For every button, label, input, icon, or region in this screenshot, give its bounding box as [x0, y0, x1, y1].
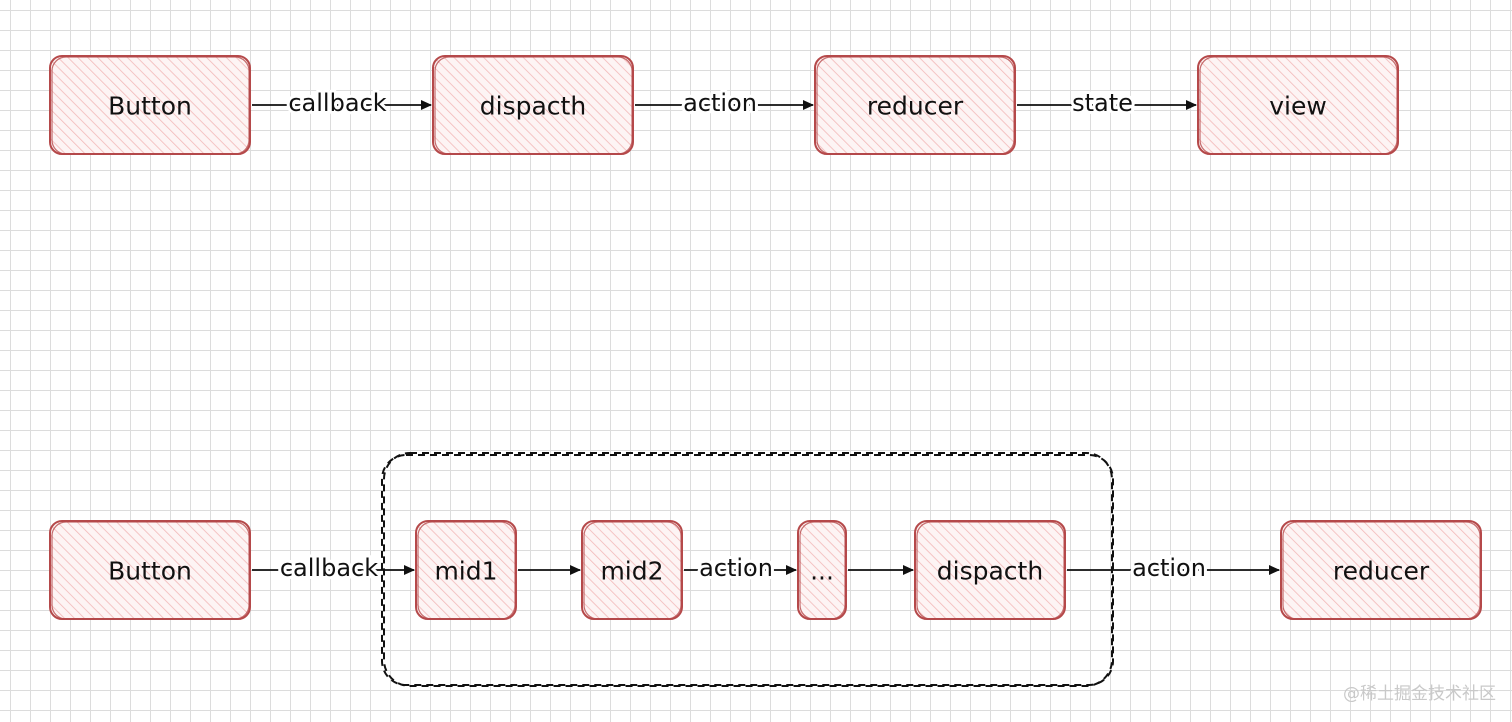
- node-box-sketch: [916, 521, 1065, 620]
- node-reducer-1: reducer: [814, 55, 1016, 155]
- node-button-1: Button: [49, 55, 251, 155]
- edge-label-action: action: [683, 89, 757, 117]
- node-label: view: [1269, 92, 1327, 121]
- node-box-sketch: [1282, 521, 1481, 620]
- node-box-sketch: [417, 521, 516, 620]
- edge-label-action: action: [699, 554, 773, 582]
- node-label: dispacth: [937, 557, 1043, 586]
- node-box-sketch: [799, 521, 846, 620]
- node-box-sketch: [816, 56, 1015, 155]
- edges-layer: [252, 100, 1280, 575]
- node-box-sketch: [434, 56, 633, 155]
- node-mid1: mid1: [415, 520, 517, 620]
- node-label: mid1: [434, 557, 497, 586]
- edge-label-callback: callback: [280, 554, 378, 582]
- node-box-sketch: [51, 56, 250, 155]
- middleware-group-box: [381, 454, 1114, 686]
- node-label: dispacth: [480, 92, 586, 121]
- node-label: mid2: [600, 557, 663, 586]
- node-button-2: Button: [49, 520, 251, 620]
- node-reducer-2: reducer: [1280, 520, 1482, 620]
- edge-labels-layer: callback action state callback action action: [277, 86, 1209, 585]
- node-ellipsis: ...: [797, 520, 847, 620]
- node-box-sketch: [51, 521, 250, 620]
- node-label: Button: [108, 557, 192, 586]
- watermark: @稀土掘金技术社区: [1343, 684, 1496, 704]
- node-box-sketch: [1199, 56, 1398, 155]
- node-label: reducer: [867, 92, 964, 121]
- edge-label-callback: callback: [288, 89, 386, 117]
- node-label: Button: [108, 92, 192, 121]
- node-label: reducer: [1333, 557, 1430, 586]
- node-box-sketch: [583, 521, 682, 620]
- node-label: ...: [810, 557, 834, 586]
- node-dispatch-1: dispacth: [432, 55, 634, 155]
- node-view-1: view: [1197, 55, 1399, 155]
- node-dispatch-2: dispacth: [914, 520, 1066, 620]
- edge-label-state: state: [1072, 89, 1133, 117]
- node-mid2: mid2: [581, 520, 683, 620]
- edge-label-action: action: [1132, 554, 1206, 582]
